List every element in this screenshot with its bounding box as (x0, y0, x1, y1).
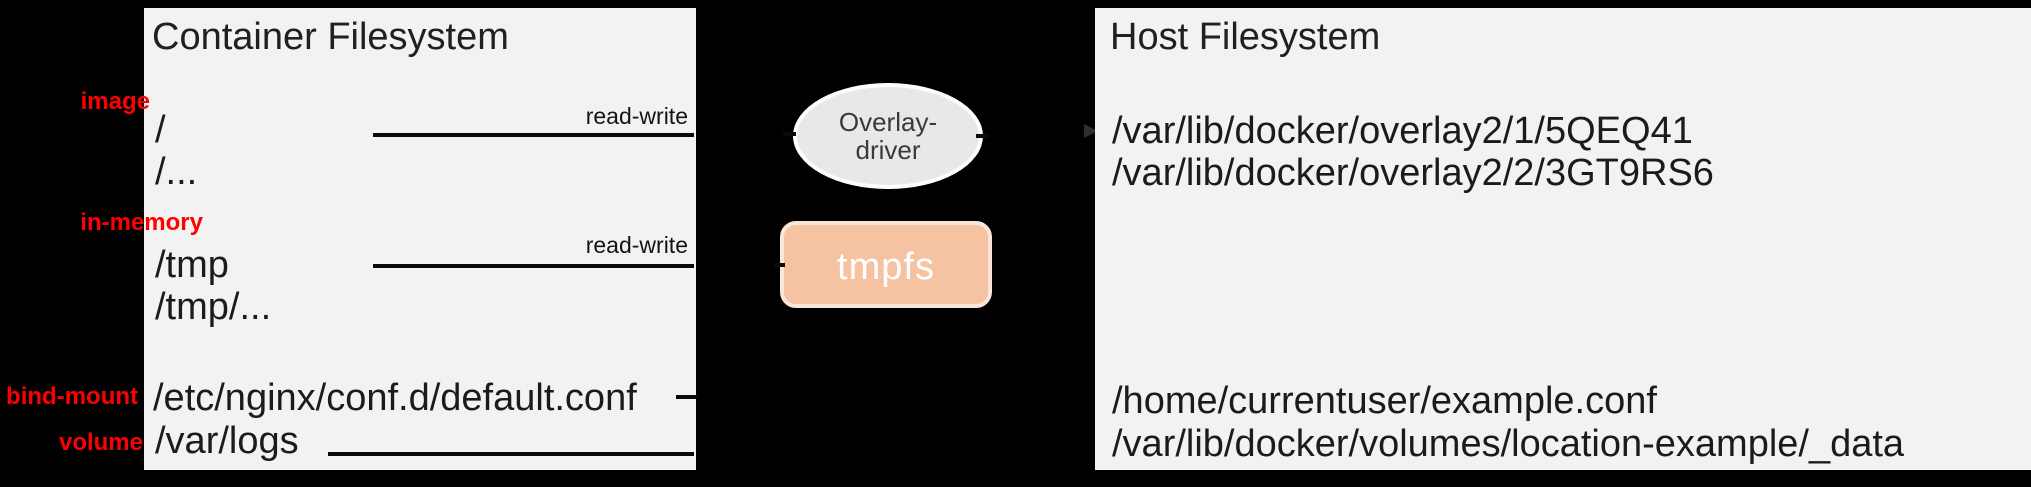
overlay-driver-label-line1: Overlay- (838, 107, 938, 137)
overlay-driver-ellipse: Overlay- driver (793, 83, 983, 189)
volume-connector-line (328, 452, 694, 456)
host-path-overlay2: /var/lib/docker/overlay2/2/3GT9RS6 (1112, 152, 1714, 194)
annotation-in-memory: in-memory (80, 209, 203, 236)
host-path-overlay1: /var/lib/docker/overlay2/1/5QEQ41 (1112, 110, 1693, 152)
read-write-label-tmpfs: read-write (585, 232, 688, 258)
host-filesystem-panel (1095, 8, 2031, 470)
container-panel-title: Container Filesystem (152, 16, 509, 58)
container-path-nginx-conf: /etc/nginx/conf.d/default.conf (153, 377, 637, 419)
layer-line-tmpfs (373, 264, 694, 268)
tmpfs-box: tmpfs (780, 221, 992, 308)
overlay-driver-label-line2: driver (855, 135, 921, 165)
tmpfs-label: tmpfs (837, 246, 935, 288)
connector-nub-ellipse-right (976, 134, 990, 138)
connector-nub-ellipse-left (783, 132, 796, 136)
container-path-root-etc: /... (155, 151, 198, 193)
annotation-bind-mount: bind-mount (6, 383, 138, 410)
container-path-tmp: /tmp (155, 244, 229, 286)
layer-line-image (373, 133, 694, 137)
container-path-tmp-etc: /tmp/... (155, 286, 272, 328)
host-path-volume-data: /var/lib/docker/volumes/location-example… (1112, 423, 1905, 465)
container-path-root: / (155, 109, 166, 151)
annotation-volume: volume (58, 429, 143, 456)
container-path-var-logs: /var/logs (155, 420, 299, 462)
bind-mount-connector-dash (676, 395, 698, 399)
host-path-example-conf: /home/currentuser/example.conf (1112, 380, 1657, 422)
read-write-label-image: read-write (585, 103, 688, 129)
container-filesystem-panel (144, 8, 696, 470)
connector-nub-tmpfs-left (774, 263, 785, 267)
annotation-image: image (80, 88, 150, 115)
host-panel-title: Host Filesystem (1110, 16, 1381, 58)
connector-arrowhead-host (1084, 124, 1098, 138)
